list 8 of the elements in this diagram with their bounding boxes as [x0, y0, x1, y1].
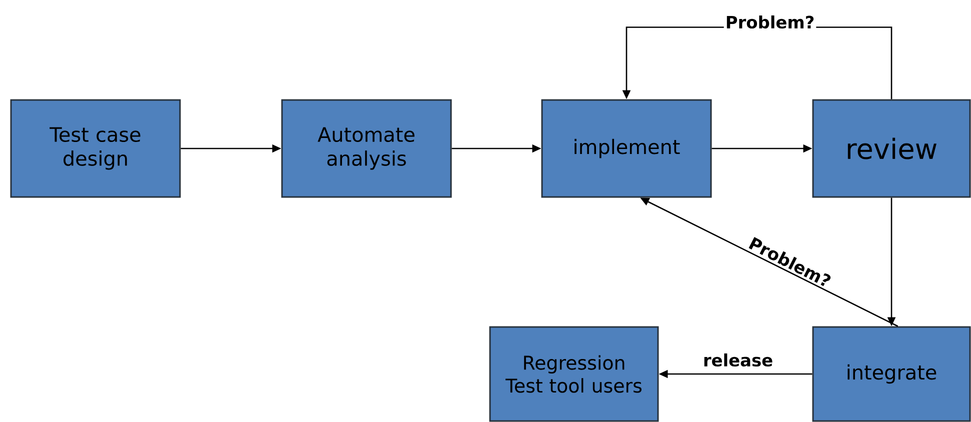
process-box: implement — [541, 99, 712, 198]
edge-label: Problem? — [724, 14, 816, 30]
process-box: Regression Test tool users — [489, 326, 659, 422]
process-box: Test case design — [10, 99, 181, 198]
edge-label: release — [701, 352, 775, 368]
process-box: integrate — [812, 326, 971, 422]
process-box: Automate analysis — [281, 99, 452, 198]
process-box: review — [812, 99, 971, 198]
